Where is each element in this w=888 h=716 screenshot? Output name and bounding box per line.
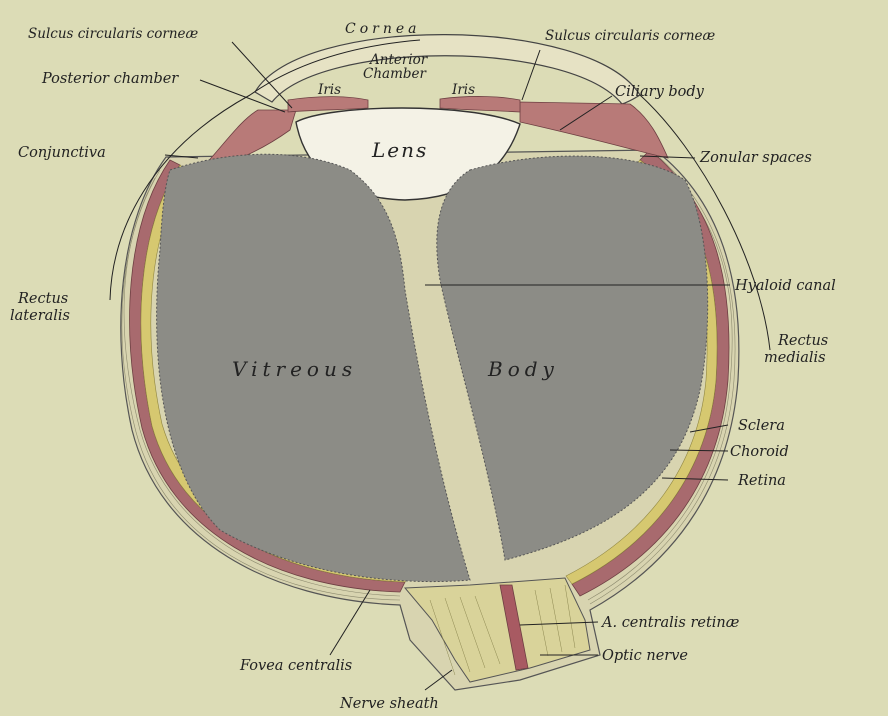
label-rectus-lateralis-2: lateralis bbox=[10, 308, 70, 324]
label-hyaloid-canal: Hyaloid canal bbox=[734, 278, 836, 294]
label-iris-left: Iris bbox=[317, 82, 341, 98]
label-iris-right: Iris bbox=[451, 82, 475, 98]
label-cornea: Cornea bbox=[345, 21, 420, 37]
label-sulcus-right: Sulcus circularis corneæ bbox=[545, 28, 716, 44]
label-vitreous: Vitreous bbox=[232, 357, 357, 381]
label-ciliary-body: Ciliary body bbox=[615, 84, 705, 100]
label-retina: Retina bbox=[737, 473, 786, 489]
label-rectus-medialis-1: Rectus bbox=[777, 333, 828, 349]
label-zonular-spaces: Zonular spaces bbox=[699, 150, 812, 166]
label-a-centralis: A. centralis retinæ bbox=[600, 615, 739, 631]
label-sulcus-left: Sulcus circularis corneæ bbox=[28, 26, 199, 42]
label-lens: Lens bbox=[371, 138, 428, 162]
label-conjunctiva: Conjunctiva bbox=[18, 145, 106, 161]
label-body: Body bbox=[487, 357, 559, 381]
label-optic-nerve: Optic nerve bbox=[602, 648, 688, 664]
label-fovea-centralis: Fovea centralis bbox=[239, 658, 352, 674]
label-sclera: Sclera bbox=[738, 418, 785, 434]
label-nerve-sheath: Nerve sheath bbox=[339, 696, 439, 712]
label-rectus-lateralis-1: Rectus bbox=[17, 291, 68, 307]
label-chamber: Chamber bbox=[363, 66, 428, 82]
label-rectus-medialis-2: medialis bbox=[764, 350, 826, 366]
label-choroid: Choroid bbox=[730, 444, 789, 460]
label-posterior-chamber: Posterior chamber bbox=[41, 71, 179, 87]
